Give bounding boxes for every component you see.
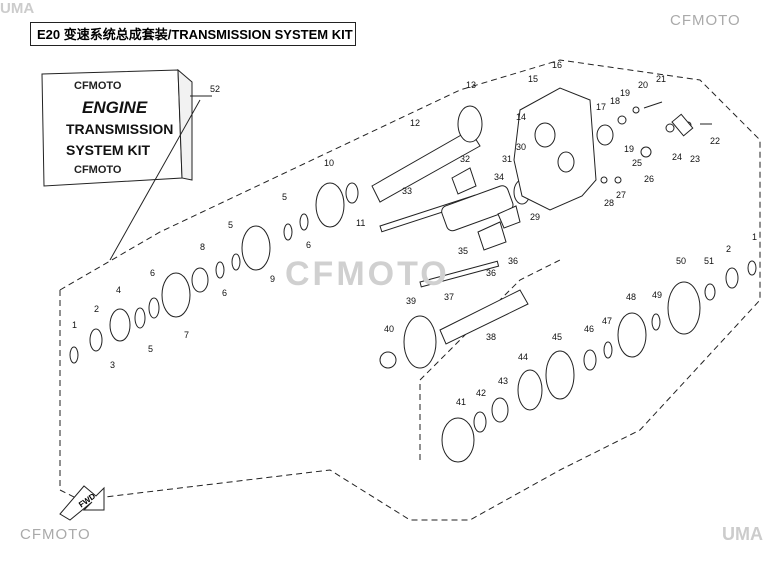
callout-number: 32 — [460, 154, 470, 164]
kit-sign-line-engine: ENGINE — [82, 98, 148, 117]
callout-number: 20 — [638, 80, 648, 90]
callout-number: 18 — [610, 96, 620, 106]
callout-number: 46 — [584, 324, 594, 334]
callout-number: 2 — [726, 244, 731, 254]
callout-number: 45 — [552, 332, 562, 342]
kit-boundary-dashed — [59, 59, 761, 521]
callout-number: 24 — [672, 152, 682, 162]
callout-number: 49 — [652, 290, 662, 300]
callout-number: 10 — [324, 158, 334, 168]
callout-number: 17 — [596, 102, 606, 112]
callout-number: 36 — [486, 268, 496, 278]
callout-number: 26 — [644, 174, 654, 184]
callout-number: 14 — [516, 112, 526, 122]
callout-number: 29 — [530, 212, 540, 222]
brand-logo-bottom-left: CFMOTO — [20, 526, 91, 543]
callout-number: 48 — [626, 292, 636, 302]
callout-number: 13 — [466, 80, 476, 90]
kit-sign-logo-bottom: CFMOTO — [74, 164, 122, 176]
callout-number: 19 — [620, 88, 630, 98]
fwd-arrow — [59, 485, 105, 521]
callout-number: 1 — [752, 232, 757, 242]
kit-sign-logo: CFMOTO — [74, 80, 122, 92]
callout-number: 42 — [476, 388, 486, 398]
callout-number: 40 — [384, 324, 394, 334]
callout-number: 30 — [516, 142, 526, 152]
kit-sign-fold — [177, 68, 193, 181]
uma-watermark-bottom-right: UMA — [722, 524, 763, 544]
callout-number: 19 — [624, 144, 634, 154]
callout-number: 47 — [602, 316, 612, 326]
shift-drum-assembly — [441, 167, 521, 251]
callout-number: 2 — [94, 304, 99, 314]
kit-sign-line-system-kit: SYSTEM KIT — [66, 142, 151, 158]
callout-number: 4 — [116, 285, 121, 295]
callout-number: 37 — [444, 292, 454, 302]
callout-number: 1 — [72, 320, 77, 330]
callout-number: 5 — [148, 344, 153, 354]
callout-number: 11 — [356, 218, 365, 228]
callout-number: 44 — [518, 352, 528, 362]
transmission-case — [513, 87, 597, 211]
callout-number: 28 — [604, 198, 614, 208]
callout-number: 5 — [228, 220, 233, 230]
callout-number: 33 — [402, 186, 412, 196]
callout-number: 3 — [110, 360, 115, 370]
kit-sign-line-transmission: TRANSMISSION — [66, 121, 174, 137]
callout-number: 50 — [676, 256, 686, 266]
page-title: E20 变速系统总成套装/TRANSMISSION SYSTEM KIT — [30, 22, 356, 46]
callout-number: 16 — [552, 60, 562, 70]
callout-number: 36 — [508, 256, 518, 266]
callout-number: 22 — [710, 136, 720, 146]
callout-number: 25 — [632, 158, 642, 168]
callout-number: 12 — [410, 118, 420, 128]
callout-number: 38 — [486, 332, 496, 342]
callout-number: 9 — [270, 274, 275, 284]
callout-number: 31 — [502, 154, 512, 164]
callout-number: 43 — [498, 376, 508, 386]
callout-number: 39 — [406, 296, 416, 306]
uma-watermark-top-left: UMA — [0, 0, 35, 17]
callout-number: 51 — [704, 256, 714, 266]
callout-number: 7 — [184, 330, 189, 340]
callout-number: 27 — [616, 190, 626, 200]
callout-number: 52 — [210, 84, 220, 94]
callout-labels: 1234567865956101112131415161718192021222… — [72, 60, 757, 407]
callout-number: 8 — [200, 242, 205, 252]
callout-number: 5 — [282, 192, 287, 202]
callout-number: 6 — [222, 288, 227, 298]
callout-number: 41 — [456, 397, 466, 407]
callout-number: 6 — [150, 268, 155, 278]
small-hardware — [600, 101, 712, 184]
callout-number: 6 — [306, 240, 311, 250]
callout-number: 35 — [458, 246, 468, 256]
brand-logo-top-right: CFMOTO — [670, 12, 741, 29]
callout-number: 21 — [656, 74, 666, 84]
callout-number: 15 — [528, 74, 538, 84]
center-brand-watermark: CFMOTO — [285, 255, 450, 293]
callout-number: 34 — [494, 172, 504, 182]
callout-number: 23 — [690, 154, 700, 164]
